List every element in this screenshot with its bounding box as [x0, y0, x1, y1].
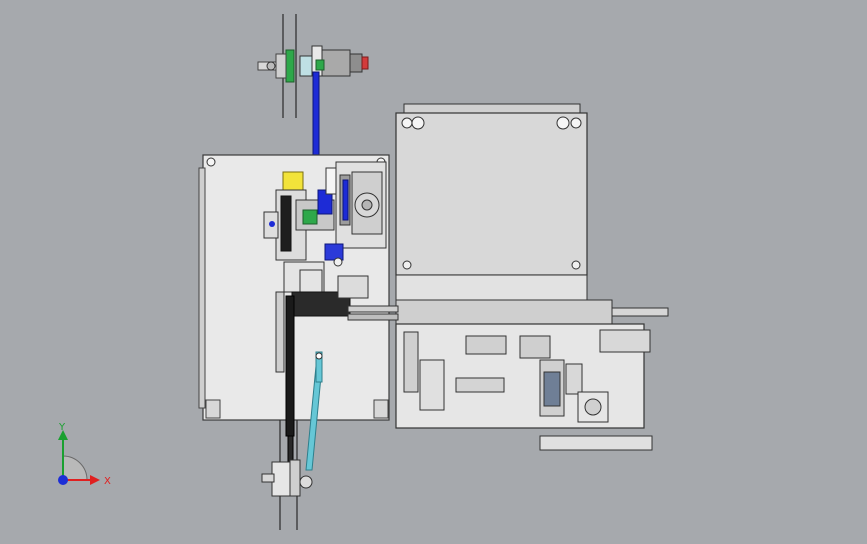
upper-reel-assembly	[257, 14, 369, 118]
y-axis-label: Y	[58, 422, 66, 433]
cyan-belt	[305, 351, 323, 471]
machine-bed	[347, 274, 669, 451]
control-cabinet	[395, 103, 588, 276]
coordinate-triad: Y X	[58, 422, 111, 487]
lower-reel-assembly	[261, 420, 313, 530]
feeder-mechanism	[263, 161, 387, 373]
x-axis-label: X	[104, 476, 111, 487]
